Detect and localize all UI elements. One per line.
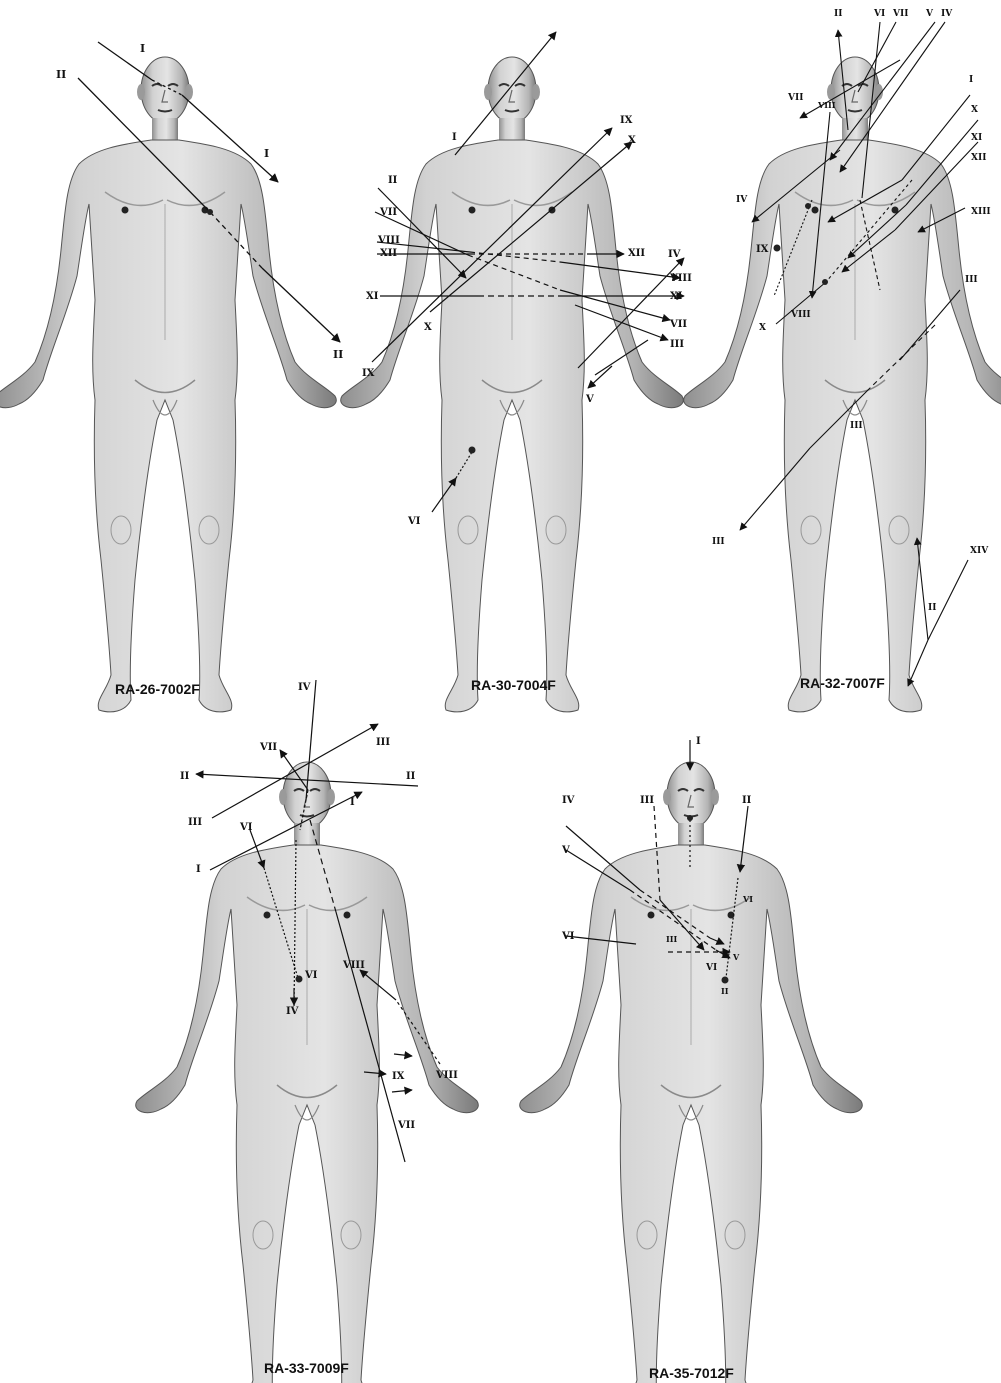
- wound-label: XII: [628, 248, 645, 259]
- wound-label: X: [424, 322, 432, 333]
- figure-ra-32-7007f: II VI VII V IV VII VIII I X XI XII XIII …: [684, 9, 1001, 712]
- wound-label: II: [834, 9, 842, 19]
- wound-label: II: [388, 175, 398, 186]
- wound-label: VII: [892, 9, 908, 19]
- wound-label: XI: [366, 291, 379, 302]
- figure-ra-35-7012f: I IV III II V VI VI III V VI II RA-35-70…: [520, 736, 863, 1383]
- wound-label: VIII: [817, 100, 836, 110]
- wound-label: II: [333, 348, 343, 361]
- wound-label: VI: [742, 894, 753, 904]
- wound-label: XII: [380, 248, 397, 259]
- body-figure: [341, 57, 684, 712]
- wound-label: IV: [736, 195, 748, 205]
- wound-label: III: [376, 737, 390, 748]
- wound-marker: [469, 447, 476, 454]
- wound-marker: [722, 977, 729, 984]
- body-figure: [520, 762, 863, 1383]
- wound-label: I: [696, 736, 701, 747]
- figure-ra-33-7009f: IV VII III II II III I VI I VI IV VIII V…: [136, 680, 479, 1383]
- wound-label: I: [140, 42, 145, 55]
- wound-label: VIII: [342, 960, 365, 971]
- wound-label: V: [585, 394, 594, 405]
- wound-label: IX: [392, 1071, 405, 1082]
- wound-label: VIII: [377, 235, 400, 246]
- wound-label: IV: [298, 682, 311, 693]
- wound-label: IX: [620, 115, 633, 126]
- wound-label: IV: [668, 249, 681, 260]
- wound-label: III: [850, 421, 863, 431]
- wound-label: XI: [670, 291, 683, 302]
- wound-label: I: [350, 797, 355, 808]
- wound-label: IX: [362, 368, 375, 379]
- wound-label: IV: [562, 795, 575, 806]
- wound-label: II: [928, 603, 936, 613]
- wound-label: V: [561, 845, 570, 856]
- wound-label: VIII: [790, 310, 811, 320]
- wound-label: IV: [941, 9, 953, 19]
- wound-label: V: [925, 9, 934, 19]
- figure-caption: RA-33-7009F: [264, 1360, 349, 1376]
- wound-label: I: [969, 75, 973, 85]
- body-figure: [684, 57, 1001, 712]
- wound-label: VI: [873, 9, 885, 19]
- wound-marker: [687, 815, 693, 821]
- wound-label: VII: [259, 742, 277, 753]
- wound-label: II: [180, 771, 190, 782]
- wound-label: II: [406, 771, 416, 782]
- figure-ra-30-7004f: I IX X II VII VIII XII XII IV VIII XI XI…: [341, 32, 692, 712]
- wound-label: VI: [705, 963, 717, 973]
- wound-label: X: [759, 323, 766, 333]
- wound-label: XIV: [970, 546, 989, 556]
- wound-label: VI: [561, 931, 575, 942]
- wound-label: XIII: [971, 207, 991, 217]
- wound-label: IV: [286, 1006, 299, 1017]
- wound-label: III: [666, 934, 677, 944]
- wound-label: II: [721, 986, 729, 996]
- wound-label: I: [196, 864, 201, 875]
- wound-marker: [805, 203, 811, 209]
- wound-marker: [822, 279, 828, 285]
- wound-label: IX: [756, 244, 769, 255]
- figure-caption: RA-30-7004F: [471, 677, 556, 693]
- wound-label: V: [732, 952, 740, 962]
- wound-label: I: [264, 147, 269, 160]
- wound-marker: [296, 976, 303, 983]
- figure-caption: RA-32-7007F: [800, 675, 885, 691]
- wound-label: III: [965, 275, 978, 285]
- wound-label: VII: [379, 207, 397, 218]
- wound-label: II: [56, 68, 66, 81]
- wound-label: III: [188, 817, 202, 828]
- wound-marker: [774, 245, 781, 252]
- wound-label: XI: [971, 133, 982, 143]
- wound-label: VIII: [435, 1070, 458, 1081]
- wound-label: VI: [239, 822, 253, 833]
- wound-label: III: [712, 537, 725, 547]
- wound-label: X: [628, 135, 636, 146]
- figure-ra-26-7002f: I I II II RA-26-7002F: [0, 42, 343, 712]
- wound-label: VII: [669, 319, 687, 330]
- wound-label: VIII: [669, 273, 692, 284]
- wound-label: VI: [304, 970, 318, 981]
- wound-label: VII: [787, 93, 803, 103]
- wound-marker: [207, 209, 213, 215]
- wound-label: II: [742, 795, 752, 806]
- body-figure: [0, 57, 336, 712]
- wound-label: III: [670, 339, 684, 350]
- body-figure: [136, 762, 479, 1383]
- wound-label: X: [971, 105, 978, 115]
- figure-caption: RA-35-7012F: [649, 1365, 734, 1381]
- wound-label: XII: [971, 153, 986, 163]
- figure-caption: RA-26-7002F: [115, 681, 200, 697]
- wound-label: III: [640, 795, 654, 806]
- wound-label: VII: [397, 1120, 415, 1131]
- wound-label: I: [452, 132, 457, 143]
- wound-label: VI: [407, 516, 421, 527]
